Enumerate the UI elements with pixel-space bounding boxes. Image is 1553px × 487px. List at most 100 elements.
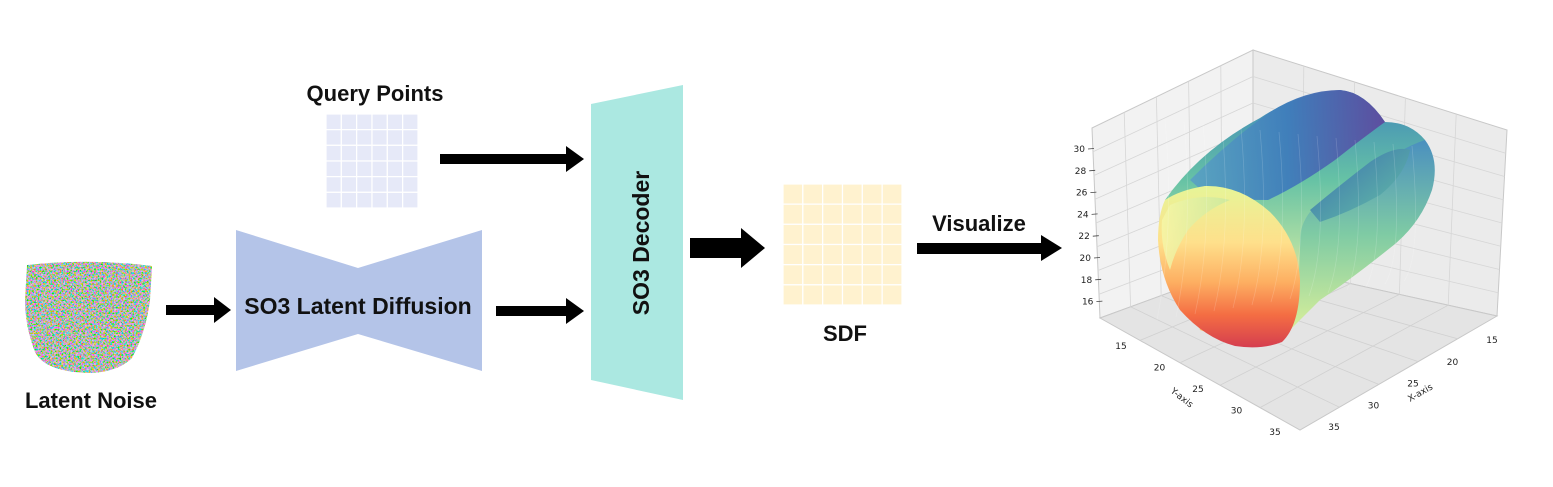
query-grid-cell <box>325 191 342 209</box>
sdf-grid-cell <box>802 284 824 306</box>
query-grid-cell <box>340 176 358 193</box>
grid-line <box>1130 306 1340 408</box>
y-tick-label: 35 <box>1269 428 1280 438</box>
query-grid-cell <box>402 129 419 146</box>
query-grid-cell <box>386 160 404 178</box>
y-tick-label: 30 <box>1231 407 1243 417</box>
decoder-block <box>591 85 683 400</box>
surface-right-arm <box>1290 139 1435 330</box>
query-grid-cell <box>386 144 404 162</box>
visualize-label: Visualize <box>932 211 1026 236</box>
query-grid-cell <box>340 129 358 146</box>
sdf-grid-cell <box>861 243 883 266</box>
z-tick-label: 22 <box>1078 232 1089 242</box>
sdf-grid-cell <box>802 243 824 266</box>
grid-line <box>1092 76 1254 153</box>
sdf-grid-cell <box>802 223 824 246</box>
query-grid-cell <box>356 144 373 162</box>
mesh-line <box>1156 119 1169 321</box>
mesh-line <box>1270 131 1283 303</box>
mesh-line <box>1289 133 1302 300</box>
latent-noise-label: Latent Noise <box>25 388 157 413</box>
sdf-grid-cell <box>782 284 804 306</box>
query-grid-cell <box>386 191 404 209</box>
mesh-line <box>1213 125 1226 312</box>
arrow-noise-to-diffusion <box>166 297 231 323</box>
query-grid-cell <box>371 144 388 162</box>
query-grid-cell <box>402 176 419 193</box>
mesh-line <box>1308 135 1321 297</box>
sdf-grid-cell <box>782 183 804 205</box>
sdf-label: SDF <box>823 321 867 346</box>
mesh-line <box>1365 141 1378 288</box>
query-grid-cell <box>386 129 404 146</box>
grid-line <box>1093 102 1254 176</box>
z-tick-label: 20 <box>1080 254 1092 264</box>
query-points-grid <box>325 113 419 209</box>
arrow-diffusion-to-decoder <box>496 298 584 324</box>
sdf-grid-cell <box>802 183 824 205</box>
sdf-grid-cell <box>822 243 844 266</box>
query-grid-cell <box>340 191 358 209</box>
sdf-grid-cell <box>861 223 883 246</box>
sdf-grid-cell <box>782 243 804 266</box>
mesh-line <box>1384 143 1397 285</box>
z-tick-mark <box>1087 148 1095 150</box>
query-grid-cell <box>386 113 404 131</box>
grid-line <box>1123 112 1131 307</box>
z-tick-label: 18 <box>1081 276 1093 286</box>
query-grid-cell <box>356 191 373 209</box>
arrow-query-to-decoder <box>440 146 584 172</box>
query-grid-cell <box>325 113 342 131</box>
sdf-grid-cell <box>861 183 883 205</box>
surface-shape <box>1156 90 1435 348</box>
z-tick-mark <box>1095 278 1102 281</box>
x-tick-label: 25 <box>1407 380 1418 390</box>
surface-top-band <box>1190 90 1385 200</box>
query-grid-cell <box>340 113 358 131</box>
sdf-grid-cell <box>861 203 883 225</box>
x-tick-label: 35 <box>1328 423 1339 433</box>
query-grid-cell <box>386 176 404 193</box>
grid-line <box>1219 294 1400 386</box>
sdf-grid-cell <box>861 264 883 286</box>
sdf-grid-cell <box>782 223 804 246</box>
query-grid-cell <box>402 160 419 178</box>
sdf-grid-cell <box>841 183 863 205</box>
z-tick-label: 28 <box>1075 167 1087 177</box>
query-grid-cell <box>402 191 419 209</box>
arrow-visualize <box>917 235 1062 261</box>
sdf-grid-cell <box>881 284 903 306</box>
query-grid-cell <box>371 113 388 131</box>
latent-noise-image <box>25 261 152 373</box>
query-grid-cell <box>402 113 419 131</box>
x-tick-label: 20 <box>1447 358 1459 368</box>
sdf-grid-cell <box>881 183 903 205</box>
mesh-line <box>1327 137 1340 294</box>
query-grid-cell <box>356 129 373 146</box>
z-tick-mark <box>1096 300 1103 302</box>
query-grid-cell <box>402 144 419 162</box>
grid-line <box>1447 113 1457 306</box>
sdf-grid-cell <box>782 264 804 286</box>
mesh-line <box>1175 121 1188 318</box>
z-tick-label: 30 <box>1074 145 1086 155</box>
sdf-grid-cell <box>802 264 824 286</box>
y-tick-label: 25 <box>1192 385 1203 395</box>
mesh-line <box>1346 139 1359 291</box>
sdf-grid-cell <box>802 203 824 225</box>
sdf-grid <box>782 183 903 306</box>
query-grid-cell <box>371 191 388 209</box>
sdf-grid-cell <box>841 223 863 246</box>
query-points-label: Query Points <box>307 81 444 106</box>
mesh-line <box>1194 123 1207 315</box>
mesh-line <box>1403 145 1416 282</box>
query-grid-cell <box>325 176 342 193</box>
grid-line <box>1259 304 1449 408</box>
diffusion-label: SO3 Latent Diffusion <box>244 293 471 319</box>
query-grid-cell <box>325 129 342 146</box>
arrow-decoder-to-sdf <box>690 228 765 268</box>
query-grid-cell <box>325 144 342 162</box>
